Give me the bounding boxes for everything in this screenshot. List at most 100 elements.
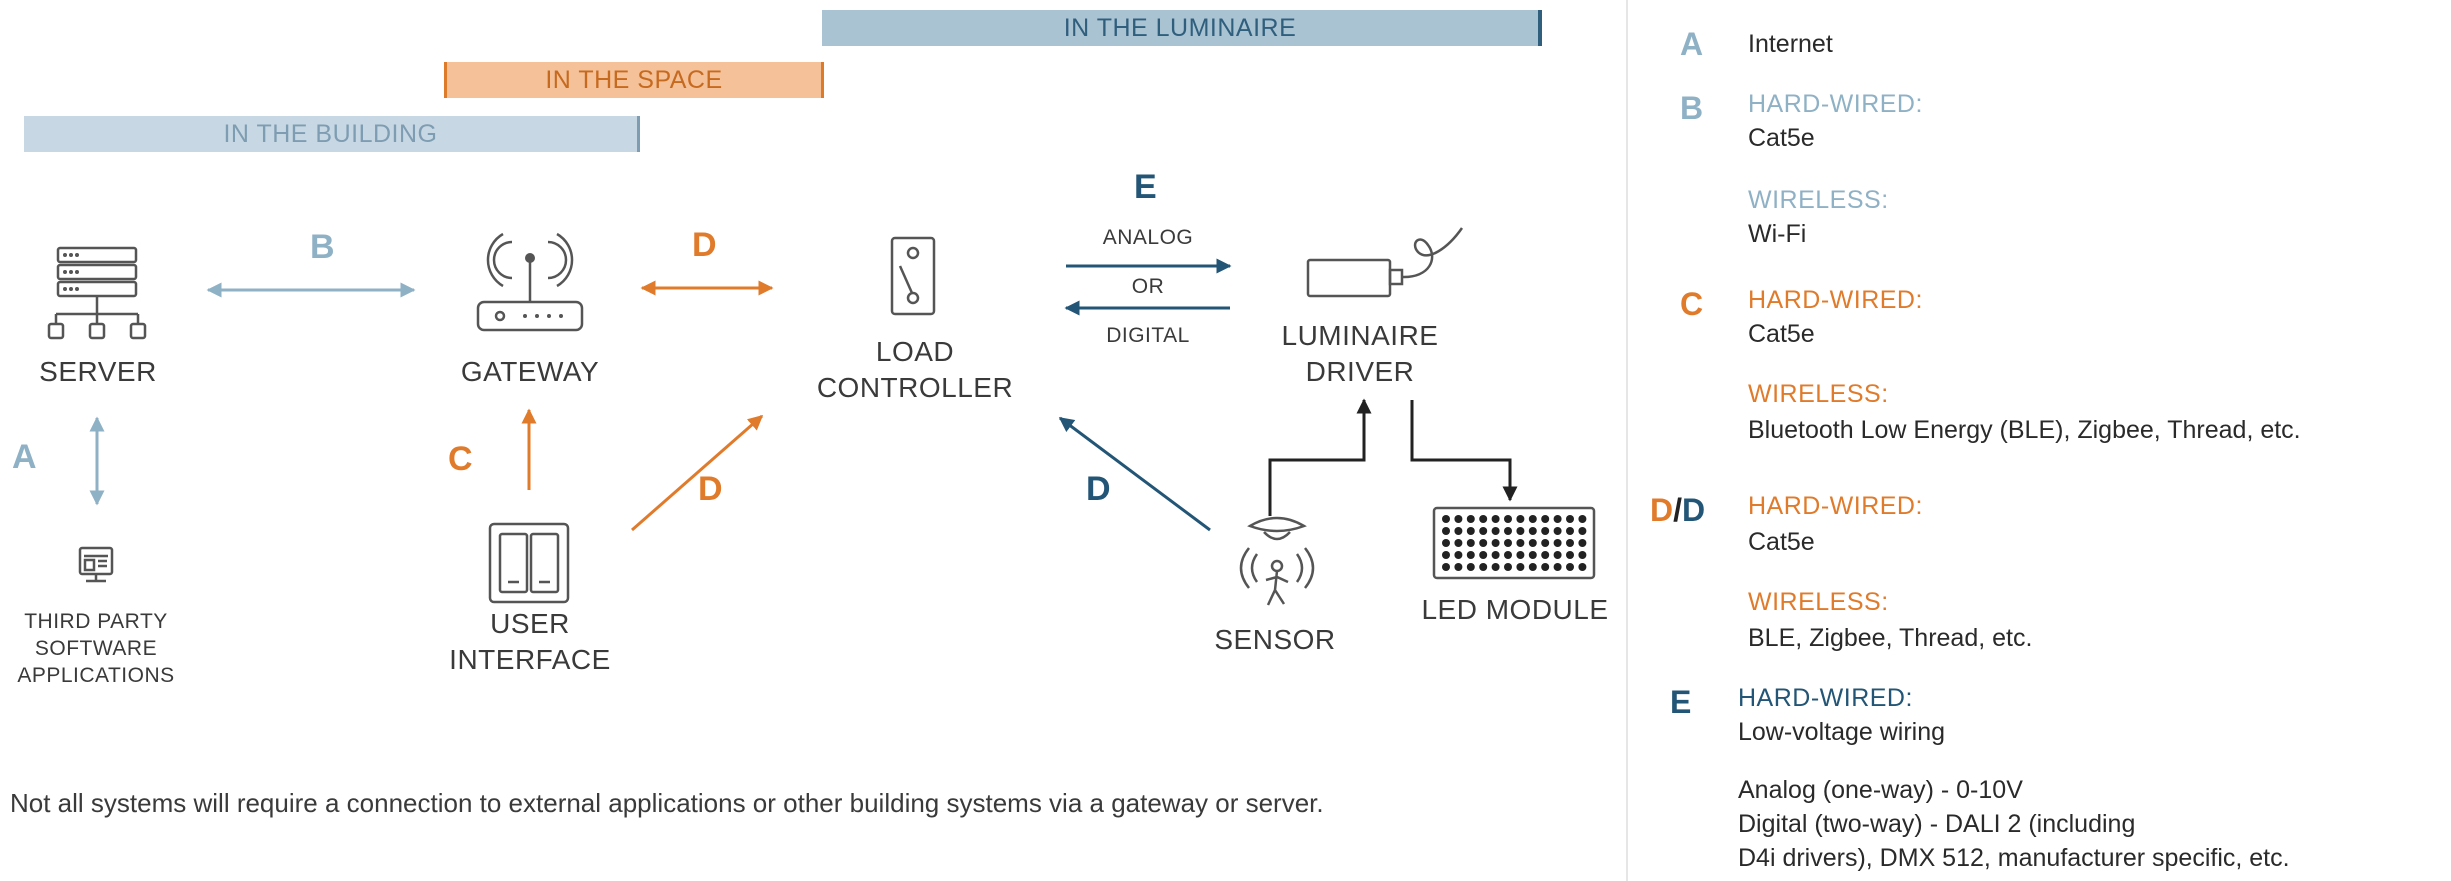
motion-sensor-icon (1239, 516, 1315, 606)
server-icon (47, 246, 147, 340)
third-party-line-2: SOFTWARE (34, 637, 158, 660)
legend-letter-d-pair: D/D (1650, 492, 1705, 529)
legend-letter-c: C (1680, 286, 1704, 322)
legend-e-hard-text: Low-voltage wiring (1738, 718, 1946, 746)
led-dot (1454, 563, 1463, 571)
led-dot (1504, 515, 1512, 523)
led-dot (1442, 515, 1450, 523)
legend-b-wireless-head: WIRELESS: (1748, 186, 1889, 214)
wall-switch-icon (488, 522, 570, 604)
legend-d-wireless-text: BLE, Zigbee, Thread, etc. (1748, 624, 2033, 652)
led-dot (1516, 551, 1525, 559)
led-dot (1504, 563, 1512, 571)
legend-b-wireless-text: Wi-Fi (1748, 220, 1807, 248)
connection-d-ui (631, 414, 764, 532)
led-dot (1553, 563, 1562, 571)
led-dot (1566, 527, 1574, 535)
scope-bar-building: IN THE BUILDING (24, 116, 640, 152)
load-controller-line-1: LOAD (875, 336, 955, 367)
led-dot (1541, 551, 1550, 559)
driver-icon (1306, 227, 1464, 298)
letter-d-sensor: D (1086, 470, 1111, 508)
led-dot (1528, 563, 1537, 571)
letter-a: A (12, 438, 37, 476)
sensor-label: SENSOR (1214, 624, 1336, 655)
led-dot (1442, 539, 1450, 547)
led-dot (1528, 551, 1537, 559)
led-dot (1491, 527, 1500, 535)
user-interface-label: USER INTERFACE (420, 606, 640, 678)
letter-e: E (1134, 168, 1157, 206)
led-dot (1516, 563, 1525, 571)
led-dot (1491, 515, 1500, 523)
footnote: Not all systems will require a connectio… (10, 788, 1324, 818)
led-dot (1516, 539, 1525, 547)
scope-bar-space-label: IN THE SPACE (545, 65, 723, 94)
led-dot (1466, 551, 1475, 559)
led-dot (1528, 515, 1537, 523)
letter-b: B (310, 228, 335, 266)
letter-c: C (448, 440, 473, 478)
led-dot (1479, 563, 1488, 571)
scope-bar-building-label: IN THE BUILDING (223, 119, 438, 148)
user-interface-line-1: USER (490, 608, 570, 639)
led-dot (1466, 563, 1475, 571)
gateway-label: GATEWAY (460, 356, 600, 387)
led-dot (1541, 527, 1550, 535)
led-dot (1528, 539, 1537, 547)
or-label: OR (1131, 275, 1165, 298)
load-controller-label: LOAD CONTROLLER (800, 334, 1030, 406)
letter-d-gateway: D (692, 226, 717, 264)
third-party-label: THIRD PARTY SOFTWARE APPLICATIONS (6, 608, 186, 689)
led-dot (1454, 551, 1463, 559)
led-dot (1566, 539, 1574, 547)
legend-letter-b: B (1680, 90, 1704, 126)
server-label: SERVER (39, 356, 157, 387)
led-dot (1553, 527, 1562, 535)
led-dot (1553, 551, 1562, 559)
scope-bar-luminaire-label: IN THE LUMINAIRE (1063, 13, 1297, 42)
legend-e-line-1: Analog (one-way) - 0-10V (1738, 776, 2023, 804)
led-dot (1541, 563, 1550, 571)
connection-sensor-driver (1268, 398, 1372, 516)
scope-bar-space: IN THE SPACE (444, 62, 824, 98)
legend-c-hard-text: Cat5e (1748, 320, 1815, 348)
led-dot (1479, 539, 1488, 547)
user-interface-line-2: INTERFACE (449, 644, 611, 675)
led-dot (1578, 539, 1587, 547)
led-dot (1578, 551, 1587, 559)
led-dot (1578, 515, 1587, 523)
luminaire-driver-label: LUMINAIRE DRIVER (1260, 318, 1460, 390)
legend-letter-d-orange: D (1650, 492, 1674, 528)
switch-icon (890, 236, 936, 316)
led-dot (1504, 551, 1512, 559)
legend-e-hard-head: HARD-WIRED: (1738, 684, 1913, 712)
led-dot (1491, 551, 1500, 559)
led-dot (1479, 515, 1488, 523)
analog-label: ANALOG (1102, 226, 1194, 249)
led-dot (1466, 527, 1475, 535)
legend-letter-slash: / (1673, 492, 1682, 528)
legend-letter-a: A (1680, 26, 1704, 62)
legend-b-hard-text: Cat5e (1748, 124, 1815, 152)
luminaire-driver-line-1: LUMINAIRE (1281, 320, 1439, 351)
luminaire-driver-line-2: DRIVER (1305, 356, 1415, 387)
led-dot (1442, 563, 1450, 571)
connection-driver-led (1410, 400, 1518, 502)
led-dot (1566, 515, 1574, 523)
led-dot (1491, 563, 1500, 571)
legend-letter-d-navy: D (1682, 492, 1706, 528)
led-dot (1516, 515, 1525, 523)
led-dot (1454, 527, 1463, 535)
led-dot (1466, 515, 1475, 523)
scope-bar-luminaire: IN THE LUMINAIRE (822, 10, 1542, 46)
led-dot (1491, 539, 1500, 547)
legend-b-hard-head: HARD-WIRED: (1748, 90, 1923, 118)
third-party-line-3: APPLICATIONS (17, 664, 175, 687)
legend-divider (1626, 0, 1628, 881)
digital-label: DIGITAL (1106, 324, 1190, 347)
led-dot (1541, 515, 1550, 523)
led-module-icon (1432, 506, 1596, 580)
led-dot (1541, 539, 1550, 547)
led-dot (1466, 539, 1475, 547)
